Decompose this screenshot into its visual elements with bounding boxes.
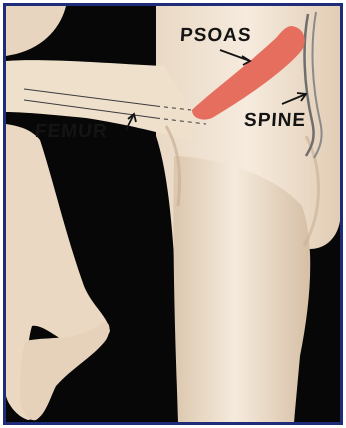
- arm-shape: [6, 6, 66, 56]
- femur-label: FEMUR: [34, 121, 108, 143]
- foot-shape: [20, 322, 109, 420]
- anatomy-figure: PSOAS SPINE FEMUR: [3, 3, 343, 425]
- psoas-label: PSOAS: [179, 25, 252, 47]
- standing-leg-shape: [173, 156, 310, 422]
- spine-label: SPINE: [243, 110, 307, 132]
- anatomy-illustration: [6, 6, 340, 422]
